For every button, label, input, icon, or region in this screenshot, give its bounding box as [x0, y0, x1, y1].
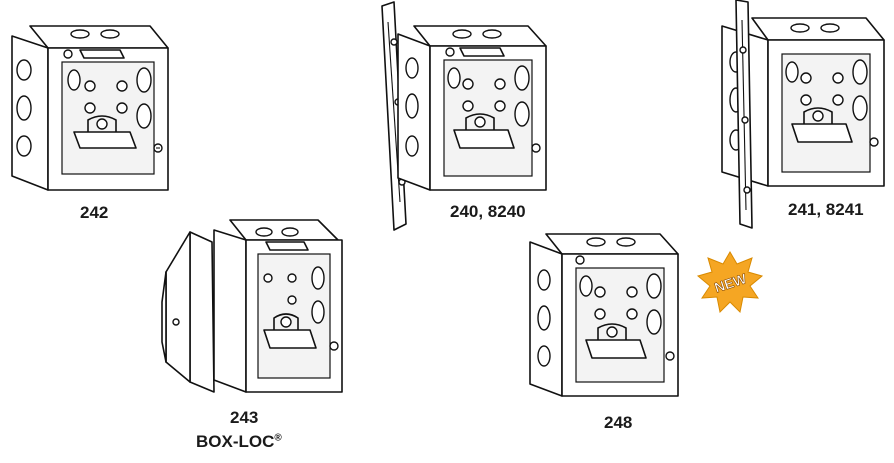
bracket-illustration — [735, 0, 753, 229]
product-240: 240, 8240 — [368, 1, 548, 232]
product-label: 248 — [604, 413, 633, 432]
brand-name: BOX-LOC — [196, 432, 275, 451]
box-illustration — [381, 1, 547, 231]
box-illustration: NEW — [529, 233, 764, 397]
product-label: 243 — [230, 408, 259, 427]
box-illustration — [161, 219, 343, 393]
product-248: NEW 248 — [529, 228, 780, 450]
registered-mark: ® — [274, 432, 282, 444]
box-illustration — [721, 0, 885, 229]
product-label: 242 — [80, 203, 109, 222]
product-243: 243 BOX-LOC® — [160, 212, 350, 462]
box-illustration — [11, 25, 169, 191]
product-242: 242 — [10, 8, 180, 222]
product-label: 241, 8241 — [788, 200, 864, 219]
product-241: 241, 8241 — [712, 0, 894, 232]
product-label: 240, 8240 — [450, 202, 526, 221]
new-burst-icon: NEW — [696, 251, 764, 314]
product-sublabel: BOX-LOC® — [196, 432, 282, 452]
bracket-illustration — [161, 231, 215, 393]
